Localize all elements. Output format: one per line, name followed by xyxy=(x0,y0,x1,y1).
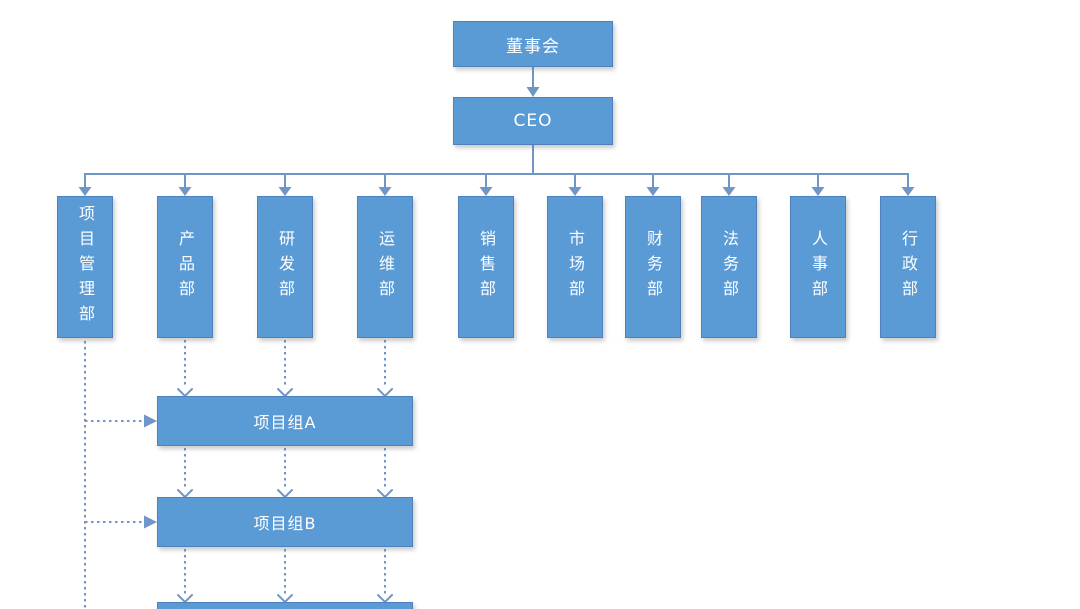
node-board-label: 董事会 xyxy=(506,36,560,57)
dept-label: 项目管理部 xyxy=(76,204,95,330)
dept-label: 销售部 xyxy=(477,229,496,305)
dept-hr: 人事部 xyxy=(790,196,846,338)
node-ceo: CEO xyxy=(453,97,613,145)
dept-label: 产品部 xyxy=(176,229,195,305)
project-group-b: 项目组B xyxy=(157,497,413,547)
project-group-partial xyxy=(157,602,413,609)
dept-legal: 法务部 xyxy=(701,196,757,338)
connector-board-ceo xyxy=(526,67,540,97)
dept-project-management: 项目管理部 xyxy=(57,196,113,338)
dept-product: 产品部 xyxy=(157,196,213,338)
dept-admin: 行政部 xyxy=(880,196,936,338)
dept-label: 行政部 xyxy=(899,229,918,305)
connector-groupA-groupB xyxy=(177,448,393,499)
dept-label: 运维部 xyxy=(376,229,395,305)
dept-label: 研发部 xyxy=(276,229,295,305)
connector-bus-departments xyxy=(78,173,915,196)
dept-rnd: 研发部 xyxy=(257,196,313,338)
project-group-a-label: 项目组A xyxy=(253,413,317,432)
connector-pm-spine xyxy=(84,341,157,609)
dept-marketing: 市场部 xyxy=(547,196,603,338)
project-group-b-label: 项目组B xyxy=(253,514,317,533)
dept-operations: 运维部 xyxy=(357,196,413,338)
dept-finance: 财务部 xyxy=(625,196,681,338)
dept-label: 法务部 xyxy=(720,229,739,305)
node-board: 董事会 xyxy=(453,21,613,67)
node-ceo-label: CEO xyxy=(513,111,553,131)
project-group-a: 项目组A xyxy=(157,396,413,446)
dept-label: 人事部 xyxy=(809,229,828,305)
dept-sales: 销售部 xyxy=(458,196,514,338)
dept-label: 市场部 xyxy=(566,229,585,305)
dept-label: 财务部 xyxy=(644,229,663,305)
connector-groupB-groupC xyxy=(177,549,393,604)
connector-depts-groupA xyxy=(177,340,393,398)
